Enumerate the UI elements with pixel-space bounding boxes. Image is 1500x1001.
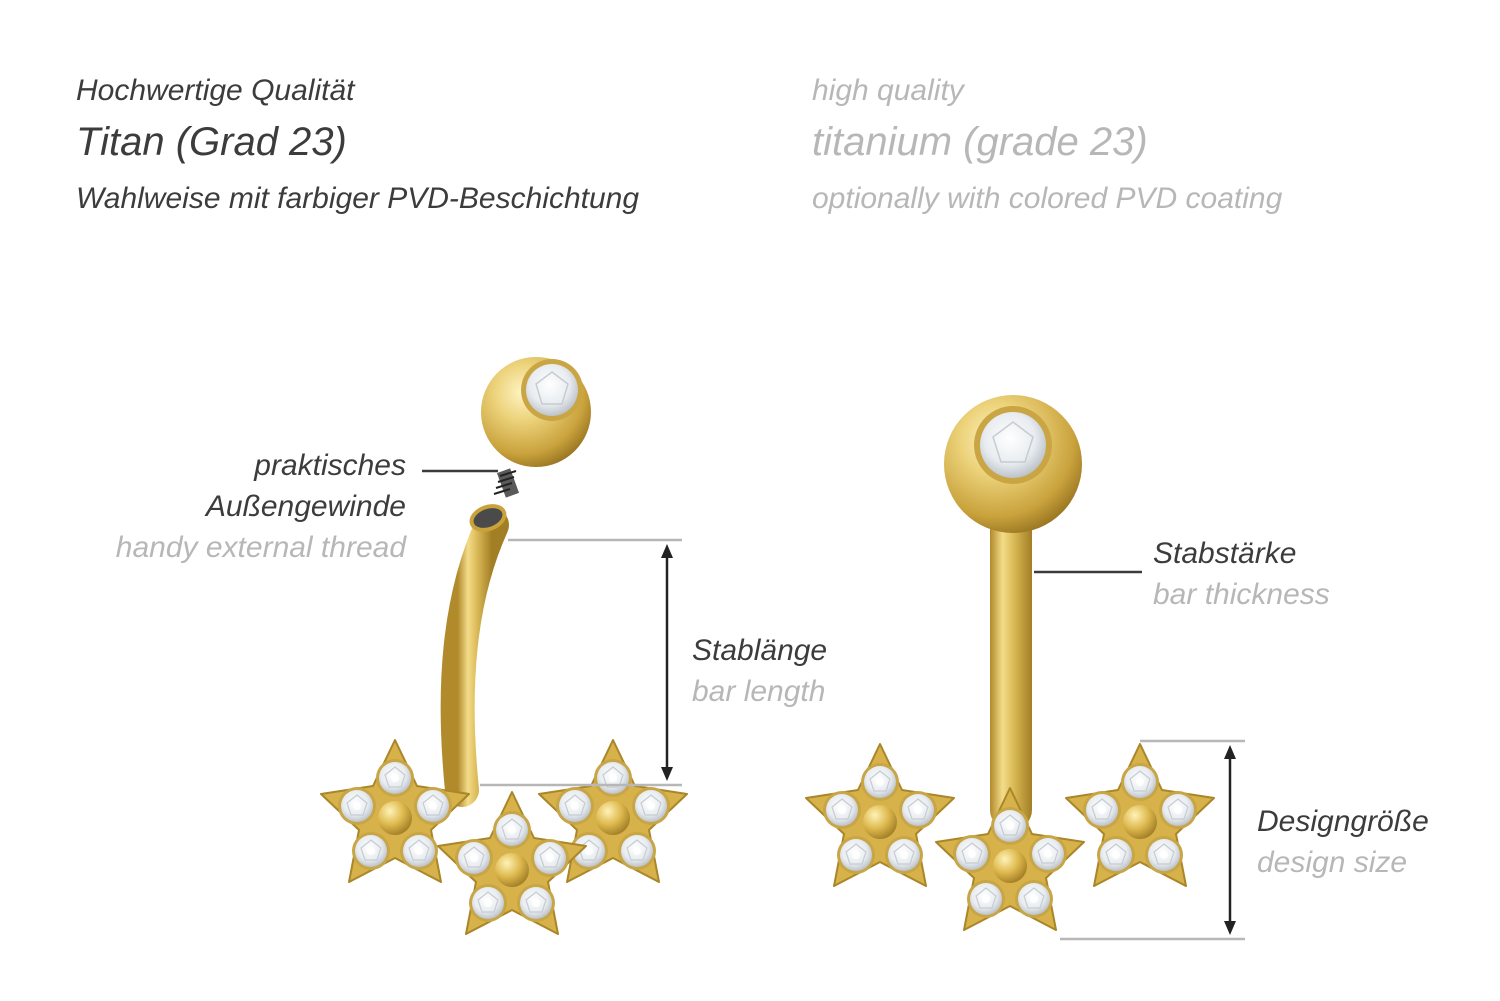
bar-thickness-label-en: bar thickness (1153, 578, 1330, 611)
bar-length-label-en: bar length (692, 675, 826, 708)
header-quality-en: high quality (812, 74, 964, 107)
screw-thread-icon (493, 468, 520, 498)
left-curved-bar (440, 508, 509, 807)
right-piercing (806, 395, 1214, 930)
design-size-label-de: Designgröße (1257, 805, 1429, 838)
bar-length-label-de: Stablänge (692, 634, 828, 667)
header-quality-de: Hochwertige Qualität (76, 74, 355, 107)
thread-label-de-1: praktisches (254, 449, 406, 482)
right-ball-gem (980, 412, 1046, 478)
right-flower-1 (806, 744, 954, 886)
left-ball-gem (526, 364, 578, 416)
right-flower-3 (1066, 744, 1214, 886)
right-straight-bar (990, 500, 1032, 830)
bar-thickness-label-de: Stabstärke (1153, 537, 1297, 570)
header-material-de: Titan (Grad 23) (76, 120, 347, 164)
design-size-label-en: design size (1257, 846, 1408, 879)
header-coating-de: Wahlweise mit farbiger PVD-Beschichtung (76, 182, 640, 215)
thread-label-en: handy external thread (115, 531, 406, 564)
header-material-en: titanium (grade 23) (812, 120, 1148, 164)
right-flower-2 (936, 788, 1084, 930)
thread-label-de-2: Außengewinde (205, 490, 406, 523)
left-piercing (321, 357, 687, 934)
bar-thread-hole (469, 504, 507, 532)
header-coating-en: optionally with colored PVD coating (812, 182, 1283, 215)
